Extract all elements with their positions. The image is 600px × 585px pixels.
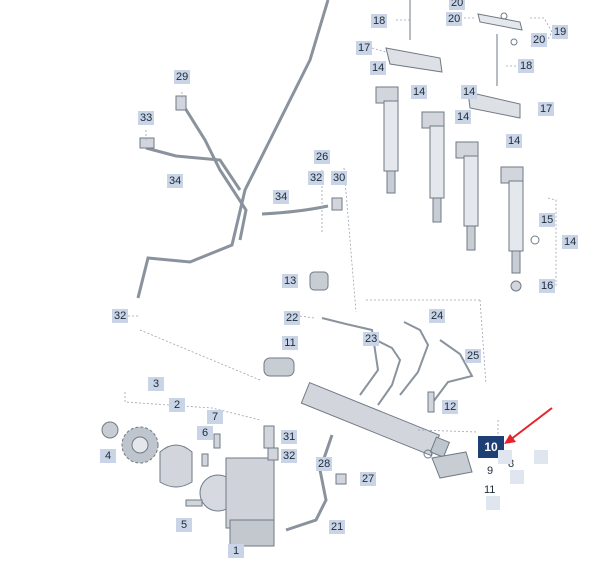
callout-14[interactable]: 14 bbox=[461, 85, 478, 99]
connector bbox=[267, 447, 279, 461]
callout-16[interactable]: 16 bbox=[539, 279, 556, 293]
callout-23[interactable]: 23 bbox=[363, 332, 380, 346]
callout-27[interactable]: 27 bbox=[360, 472, 377, 486]
pump-cover bbox=[159, 444, 193, 488]
temperature-sensor bbox=[263, 357, 295, 377]
callout-2[interactable]: 2 bbox=[169, 398, 185, 412]
connector bbox=[335, 473, 347, 485]
callout-31[interactable]: 31 bbox=[281, 430, 298, 444]
callout-13[interactable]: 13 bbox=[282, 274, 299, 288]
bolt bbox=[427, 391, 435, 413]
highlighted-callout-10[interactable]: 10 bbox=[478, 436, 504, 458]
callout-5[interactable]: 5 bbox=[176, 518, 192, 532]
callout-29[interactable]: 29 bbox=[174, 70, 191, 84]
pressure-sensor bbox=[431, 451, 473, 479]
callout-28[interactable]: 28 bbox=[316, 457, 333, 471]
label-11: 11 bbox=[484, 484, 496, 496]
callout-20[interactable]: 20 bbox=[446, 12, 463, 26]
callout-14[interactable]: 14 bbox=[370, 61, 387, 75]
callout-14[interactable]: 14 bbox=[562, 235, 579, 249]
callout-34[interactable]: 34 bbox=[167, 174, 184, 188]
callout-20[interactable]: 20 bbox=[531, 33, 548, 47]
callout-3[interactable]: 3 bbox=[148, 377, 164, 391]
clamp bbox=[385, 47, 443, 73]
callout-20[interactable]: 20 bbox=[449, 0, 466, 10]
callout-30[interactable]: 30 bbox=[331, 171, 348, 185]
callout-7[interactable]: 7 bbox=[207, 410, 223, 424]
callout-17[interactable]: 17 bbox=[538, 102, 555, 116]
empty-callout-box bbox=[486, 496, 500, 510]
callout-12[interactable]: 12 bbox=[442, 400, 459, 414]
seal-ring bbox=[530, 235, 540, 245]
seal-ring bbox=[510, 38, 518, 46]
leader-lines bbox=[124, 17, 557, 436]
callout-24[interactable]: 24 bbox=[429, 309, 446, 323]
callout-14[interactable]: 14 bbox=[455, 110, 472, 124]
label-8: 8 bbox=[508, 458, 515, 470]
seal-ring bbox=[510, 280, 522, 292]
connector bbox=[331, 197, 343, 211]
clamp bbox=[467, 91, 521, 119]
empty-callout-box bbox=[510, 470, 524, 484]
callout-34[interactable]: 34 bbox=[273, 190, 290, 204]
callout-11[interactable]: 11 bbox=[282, 336, 298, 350]
injector bbox=[375, 86, 399, 194]
callout-26[interactable]: 26 bbox=[314, 150, 331, 164]
fuel-rail bbox=[300, 382, 451, 458]
callout-6[interactable]: 6 bbox=[197, 426, 213, 440]
highlight-arrow bbox=[504, 407, 553, 444]
callout-17[interactable]: 17 bbox=[356, 41, 373, 55]
bracket bbox=[309, 271, 329, 291]
label-9: 9 bbox=[487, 465, 494, 477]
callout-32[interactable]: 32 bbox=[281, 449, 298, 463]
empty-callout-box bbox=[498, 450, 512, 464]
hub bbox=[101, 421, 119, 439]
empty-callout-box bbox=[534, 450, 548, 464]
injector bbox=[500, 166, 524, 274]
callout-18[interactable]: 18 bbox=[518, 59, 535, 73]
bolt bbox=[201, 453, 209, 467]
seal-ring bbox=[500, 12, 508, 20]
callout-14[interactable]: 14 bbox=[411, 85, 428, 99]
callout-32[interactable]: 32 bbox=[112, 309, 129, 323]
injector bbox=[421, 111, 445, 223]
high-pressure-pump bbox=[199, 457, 275, 547]
bolt bbox=[213, 433, 221, 449]
callout-19[interactable]: 19 bbox=[552, 25, 569, 39]
sleeve bbox=[263, 425, 275, 449]
callout-32[interactable]: 32 bbox=[308, 171, 325, 185]
callout-21[interactable]: 21 bbox=[329, 520, 346, 534]
bolt bbox=[185, 499, 203, 507]
injector bbox=[455, 141, 479, 251]
connector bbox=[175, 95, 187, 111]
connector bbox=[139, 137, 155, 149]
callout-15[interactable]: 15 bbox=[539, 213, 556, 227]
callout-22[interactable]: 22 bbox=[284, 311, 301, 325]
callout-4[interactable]: 4 bbox=[100, 449, 116, 463]
callout-33[interactable]: 33 bbox=[138, 111, 155, 125]
callout-25[interactable]: 25 bbox=[465, 349, 482, 363]
callout-1[interactable]: 1 bbox=[228, 544, 244, 558]
callout-18[interactable]: 18 bbox=[371, 14, 388, 28]
callout-14[interactable]: 14 bbox=[506, 134, 523, 148]
